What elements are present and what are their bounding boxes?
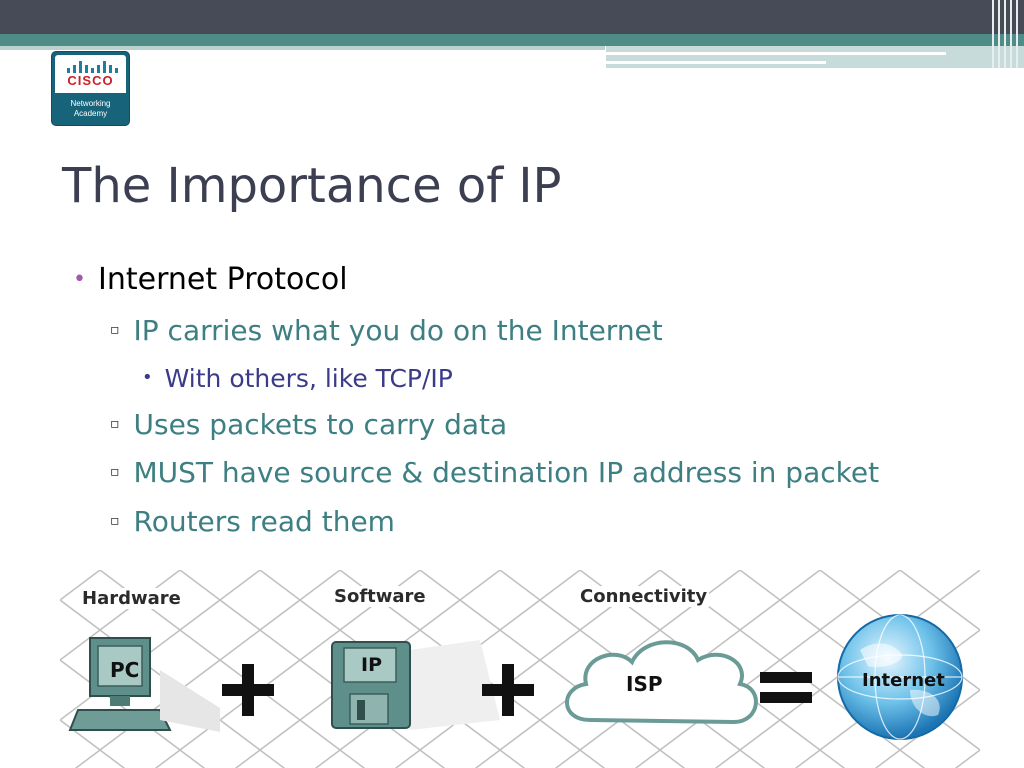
slide-title: The Importance of IP [62,158,562,214]
internet-text: Internet [862,670,945,691]
software-label: Software [332,586,428,607]
bullet-text: With others, like TCP/IP [164,364,453,393]
diagram-grid-background [60,570,980,768]
bullet-level3: • With others, like TCP/IP [142,364,453,393]
isp-cloud-icon [565,640,758,725]
bullet-level1: • Internet Protocol [73,262,348,297]
header-stripe [606,61,826,64]
bullet-text: Uses packets to carry data [133,408,508,441]
connectivity-label: Connectivity [578,586,710,607]
bullet-level2: ▫ Uses packets to carry data [110,408,507,441]
diagram-graphic [60,570,980,768]
bullet-small-dot-icon: • [142,367,153,388]
logo-subtitle-line: Networking [70,99,111,108]
internet-globe-icon [837,614,963,740]
header-stripe [606,52,946,55]
bullet-level2: ▫ Routers read them [110,505,395,538]
equals-icon [760,672,812,703]
bullet-text: MUST have source & destination IP addres… [133,456,880,489]
header-stripe [0,46,605,50]
logo-wordmark: CISCO [67,73,114,88]
logo-subtitle-line: Academy [73,109,108,118]
logo-top-panel: CISCO [55,55,126,93]
bullet-square-icon: ▫ [110,464,120,480]
bullet-text: Routers read them [133,505,395,538]
bullet-level2: ▫ MUST have source & destination IP addre… [110,456,879,489]
hardware-label: Hardware [80,588,183,609]
plus-icon [482,664,534,716]
bullet-square-icon: ▫ [110,416,120,432]
bullet-dot-icon: • [73,267,86,292]
ip-text: IP [361,654,382,676]
isp-text: ISP [626,672,663,696]
header-vertical-stripes [988,0,1024,68]
bullet-text: IP carries what you do on the Internet [133,314,663,347]
bullet-level2: ▫ IP carries what you do on the Internet [110,314,663,347]
bullet-square-icon: ▫ [110,513,120,529]
cisco-networking-academy-logo: CISCO Networking Academy [51,51,130,126]
header-bar [0,0,1024,34]
pc-icon [68,637,220,732]
header-accent-bar [0,34,1024,46]
plus-icon [222,664,274,716]
bullet-text: Internet Protocol [97,262,348,297]
bullet-square-icon: ▫ [110,322,120,338]
software-disk-icon [331,640,500,730]
cisco-bridge-icon [67,61,118,73]
header-stripe [606,46,1024,68]
ip-equation-diagram: Hardware Software Connectivity PC IP ISP… [60,570,980,768]
logo-subtitle: Networking Academy [52,99,129,119]
pc-text: PC [110,658,140,682]
